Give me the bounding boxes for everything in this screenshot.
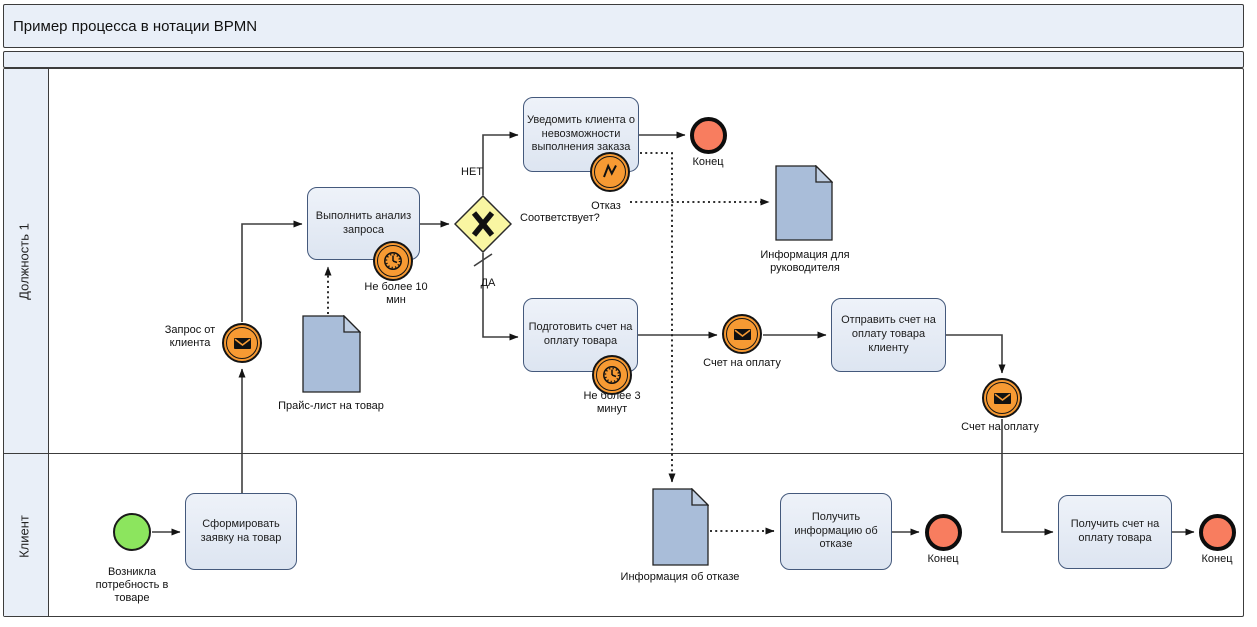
timer-icon — [596, 359, 628, 391]
lane-divider — [4, 453, 1243, 454]
diagram-title: Пример процесса в нотации BPMN — [13, 17, 258, 35]
task-receive-rejection[interactable]: Получить информацию об отказе — [780, 493, 892, 570]
task-create-request-label: Сформировать заявку на товар — [200, 517, 282, 544]
message-icon — [226, 327, 258, 359]
task-prepare-invoice-label: Подготовить счет на оплату товара — [528, 321, 633, 347]
end-event-1-label: Конец — [692, 156, 724, 168]
diagram-sub-bar — [3, 51, 1244, 68]
document-rejection-info[interactable] — [652, 487, 710, 571]
document-pricelist-label: Прайс-лист на товар — [278, 400, 384, 412]
timer-icon — [377, 245, 409, 277]
error-icon — [594, 156, 626, 188]
message-icon — [986, 382, 1018, 414]
document-icon — [652, 487, 710, 566]
end-event-3[interactable] — [1199, 514, 1236, 551]
branch-no-label: НЕТ — [461, 166, 483, 178]
task-notify-client[interactable]: Уведомить клиента о невозможности выполн… — [523, 97, 639, 172]
message-event-invoice-2[interactable] — [982, 378, 1022, 418]
task-receive-rejection-label: Получить информацию об отказе — [794, 510, 878, 551]
task-notify-client-label: Уведомить клиента о невозможности выполн… — [527, 113, 635, 154]
document-pricelist[interactable] — [302, 314, 362, 398]
gateway-exclusive[interactable] — [453, 194, 513, 254]
message-event-invoice-1[interactable] — [722, 314, 762, 354]
message-event-request[interactable] — [222, 323, 262, 363]
document-rejection-info-label: Информация об отказе — [620, 571, 740, 583]
lane-label-column: Должность 1 Клиент — [4, 69, 49, 616]
end-event-3-label: Конец — [1201, 553, 1233, 565]
message-event-invoice-1-label: Счет на оплату — [703, 357, 781, 369]
task-send-invoice[interactable]: Отправить счет на оплату товара клиенту — [831, 298, 946, 372]
timer-boundary-event-3min[interactable] — [592, 355, 632, 395]
task-create-request[interactable]: Сформировать заявку на товар — [185, 493, 297, 570]
gateway-question-label: Соответствует? — [520, 212, 600, 224]
task-receive-invoice[interactable]: Получить счет на оплату товара — [1058, 495, 1172, 569]
branch-yes-label: ДА — [480, 277, 496, 289]
message-event-request-label: Запрос от клиента — [164, 324, 216, 350]
task-send-invoice-label: Отправить счет на оплату товара клиенту — [841, 314, 936, 354]
error-event-label: Отказ — [591, 200, 621, 212]
lane-label-dolzhnost: Должность 1 — [16, 223, 32, 300]
document-manager-info-label: Информация для руководителя — [760, 249, 850, 275]
gateway-diamond-icon — [453, 194, 513, 254]
timer-3min-label: Не более 3 минут — [583, 390, 641, 416]
end-event-2-label: Конец — [927, 553, 959, 565]
timer-boundary-event-10min[interactable] — [373, 241, 413, 281]
end-event-2[interactable] — [925, 514, 962, 551]
timer-10min-label: Не более 10 мин — [364, 281, 428, 307]
document-manager-info[interactable] — [775, 164, 834, 246]
diagram-title-bar: Пример процесса в нотации BPMN — [3, 4, 1244, 48]
task-analyze-request-label: Выполнить анализ запроса — [315, 209, 412, 236]
end-event-1[interactable] — [690, 117, 727, 154]
lane-label-client: Клиент — [16, 515, 32, 558]
message-event-invoice-2-label: Счет на оплату — [961, 421, 1039, 433]
error-boundary-event[interactable] — [590, 152, 630, 192]
document-icon — [775, 164, 834, 241]
task-receive-invoice-label: Получить счет на оплату товара — [1070, 518, 1160, 544]
message-icon — [726, 318, 758, 350]
start-event[interactable] — [113, 513, 151, 551]
start-event-label: Возникла потребность в товаре — [95, 566, 169, 605]
document-icon — [302, 314, 362, 393]
